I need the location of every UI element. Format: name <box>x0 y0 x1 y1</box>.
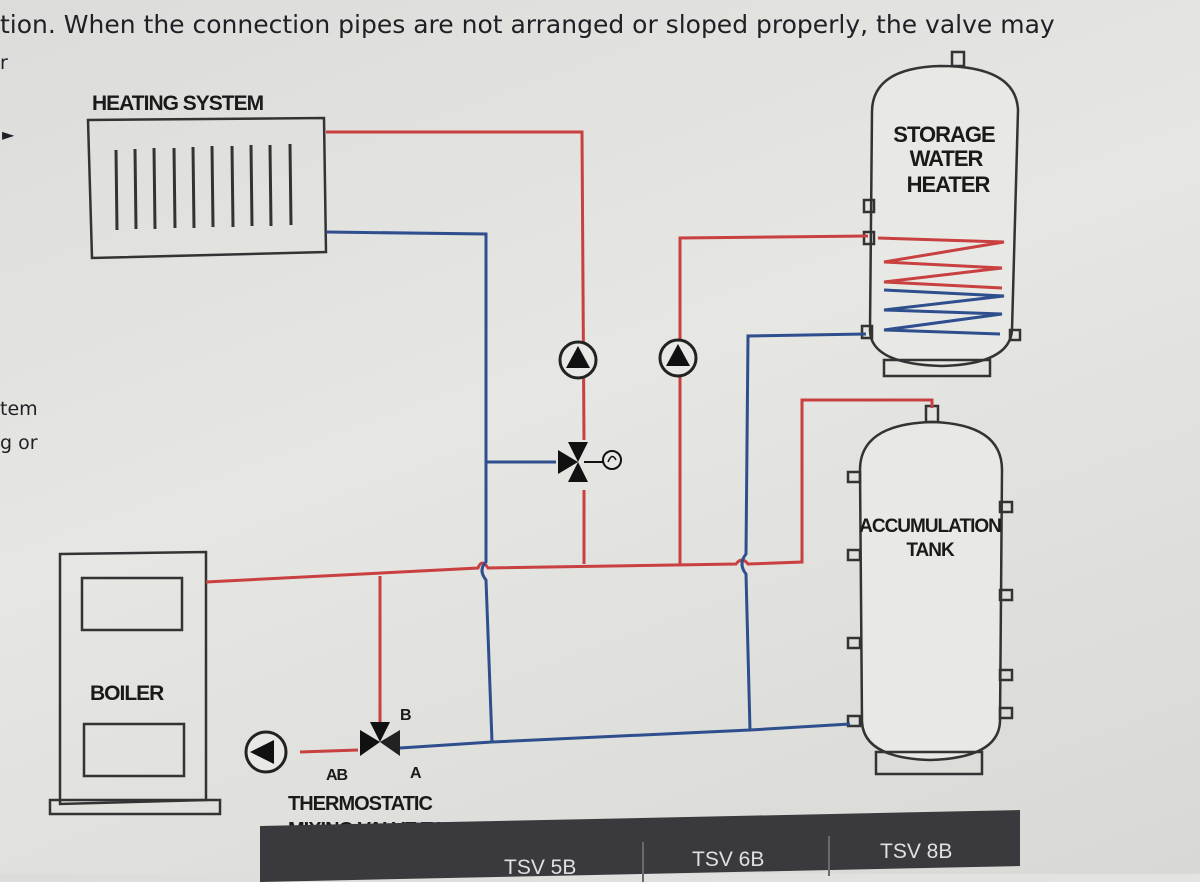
accumulation-tank <box>846 404 1014 776</box>
boiler-label: BOILER <box>90 682 164 705</box>
pump-boiler-icon <box>244 730 288 774</box>
tab-tsv-5b: TSV 5B <box>504 856 577 879</box>
valve-label-1: THERMOSTATIC <box>288 793 432 815</box>
tab-tsv-8b: TSV 8B <box>880 840 953 863</box>
heating-system-label: HEATING SYSTEM <box>92 92 264 115</box>
text-fragment-r: r <box>0 52 8 74</box>
port-ab-label: AB <box>326 767 348 784</box>
storage-label-3: HEATER <box>907 172 991 197</box>
tab-divider <box>642 842 644 882</box>
text-fragment-tem: tem <box>0 398 38 420</box>
accumulation-label-1: ACCUMULATION <box>859 516 1001 537</box>
accumulation-label-2: TANK <box>906 540 955 561</box>
pump-heating-icon <box>558 340 598 380</box>
bullet-arrow-icon: ► <box>2 125 15 144</box>
tab-tsv-6b: TSV 6B <box>692 848 765 871</box>
tab-divider <box>828 836 830 876</box>
storage-water-heater <box>860 50 1022 378</box>
intro-text: tion. When the connection pipes are not … <box>0 10 1055 39</box>
storage-label-2: WATER <box>910 146 984 171</box>
port-b-label: B <box>400 707 411 724</box>
boiler <box>48 550 222 816</box>
storage-label-1: STORAGE <box>893 122 995 147</box>
three-way-valve-icon <box>558 442 622 482</box>
text-fragment-gor: g or <box>0 432 38 454</box>
pump-storage-icon <box>658 338 698 378</box>
heating-system-radiator <box>86 116 328 260</box>
port-a-label: A <box>410 765 422 782</box>
thermostatic-mixing-valve-icon <box>360 722 400 756</box>
